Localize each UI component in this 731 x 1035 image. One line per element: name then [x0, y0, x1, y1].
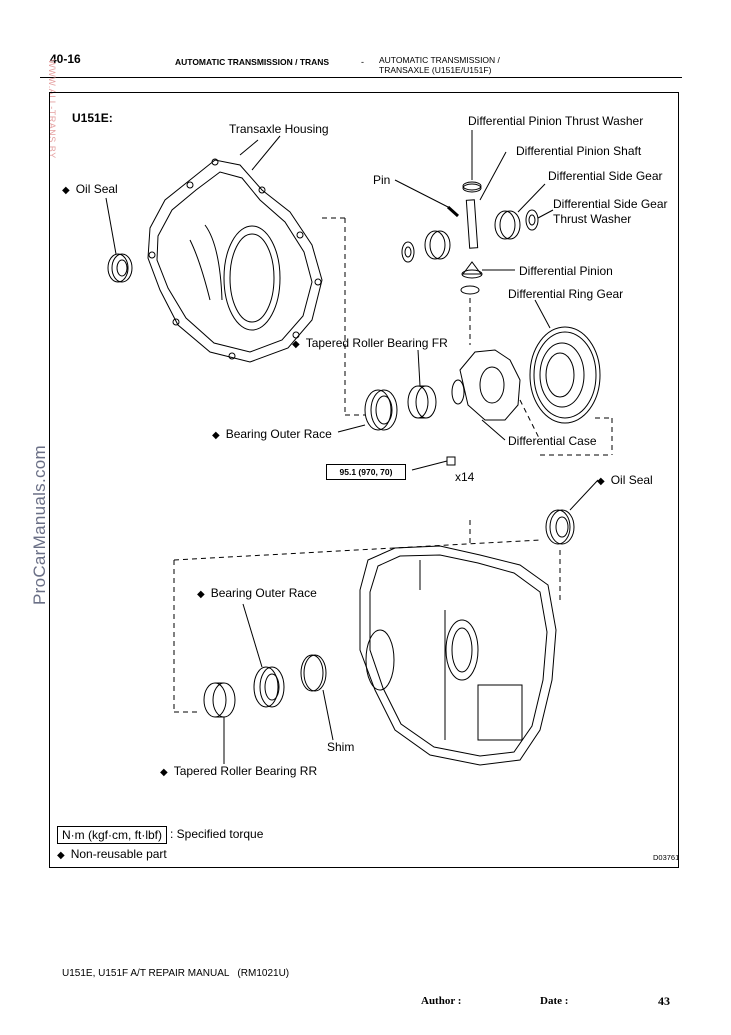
section-title-right: AUTOMATIC TRANSMISSION / TRANSAXLE (U151… [379, 55, 500, 75]
torque-spec-box: 95.1 (970, 70) [326, 464, 406, 480]
bolt-drawing [411, 456, 456, 471]
pinion-drawing [461, 261, 515, 279]
label-oil-seal-right: Oil Seal [597, 473, 653, 487]
label-shim: Shim [327, 740, 355, 754]
bearing-outer-race-upper-drawing [337, 389, 398, 433]
shim-drawing [300, 654, 334, 741]
pinion-shaft-drawing [465, 151, 507, 249]
oil-seal-left-drawing [105, 197, 133, 283]
figure-reference: D03761 [653, 853, 680, 862]
label-differential-case: Differential Case [508, 434, 597, 448]
pin-drawing [394, 179, 460, 218]
nonreusable-legend: Non-reusable part [57, 847, 167, 861]
label-transaxle-housing: Transaxle Housing [229, 122, 329, 136]
torque-unit-legend: N·m (kgf·cm, ft·lbf) [57, 826, 167, 844]
footer-page-number: 43 [658, 994, 670, 1008]
side-gear-drawing [401, 183, 554, 263]
differential-case-drawing [451, 349, 521, 441]
label-side-gear-thrust-washer: Differential Side Gear Thrust Washer [553, 197, 668, 227]
label-oil-seal-left: Oil Seal [62, 182, 118, 196]
model-label: U151E: [72, 111, 113, 125]
label-pinion-shaft: Differential Pinion Shaft [516, 144, 642, 158]
tapered-bearing-rr-drawing [203, 682, 236, 764]
label-tapered-bearing-fr: Tapered Roller Bearing FR [292, 336, 448, 350]
label-ring-gear: Differential Ring Gear [508, 287, 624, 301]
footer-author-label: Author : [421, 995, 462, 1007]
label-tapered-bearing-rr: Tapered Roller Bearing RR [160, 764, 317, 778]
tapered-bearing-fr-drawing [407, 349, 437, 419]
transaxle-case-drawing [359, 545, 557, 766]
page-number: 40-16 [50, 52, 81, 66]
label-side-gear: Differential Side Gear [548, 169, 663, 183]
diagram-frame [49, 92, 679, 868]
label-side-gear-thrust-washer-line1: Differential Side Gear [553, 197, 668, 211]
transaxle-housing-drawing [147, 139, 323, 363]
footer-manual-title: U151E, U151F A/T REPAIR MANUAL (RM1021U) [62, 968, 290, 979]
section-title-right-line1: AUTOMATIC TRANSMISSION / [379, 55, 500, 65]
label-pinion-thrust-washer: Differential Pinion Thrust Washer [468, 114, 644, 128]
label-bolt-qty: x14 [455, 470, 475, 484]
ring-gear-drawing [529, 299, 601, 424]
bearing-outer-race-lower-drawing [242, 603, 285, 708]
torque-legend-desc: : Specified torque [170, 827, 264, 841]
pinion-thrust-washer-drawing [460, 130, 482, 295]
section-title-right-line2: TRANSAXLE (U151E/U151F) [379, 65, 492, 75]
label-bearing-outer-race-lower: Bearing Outer Race [197, 586, 317, 600]
label-bearing-outer-race-upper: Bearing Outer Race [212, 427, 332, 441]
header-separator: - [361, 57, 364, 67]
label-side-gear-thrust-washer-line2: Thrust Washer [553, 212, 632, 226]
footer-date-label: Date : [540, 995, 569, 1007]
header-rule [40, 77, 682, 78]
label-pin: Pin [373, 173, 391, 187]
section-title-left: AUTOMATIC TRANSMISSION / TRANS [175, 57, 330, 67]
oil-seal-right-drawing [545, 479, 599, 545]
label-pinion: Differential Pinion [519, 264, 613, 278]
